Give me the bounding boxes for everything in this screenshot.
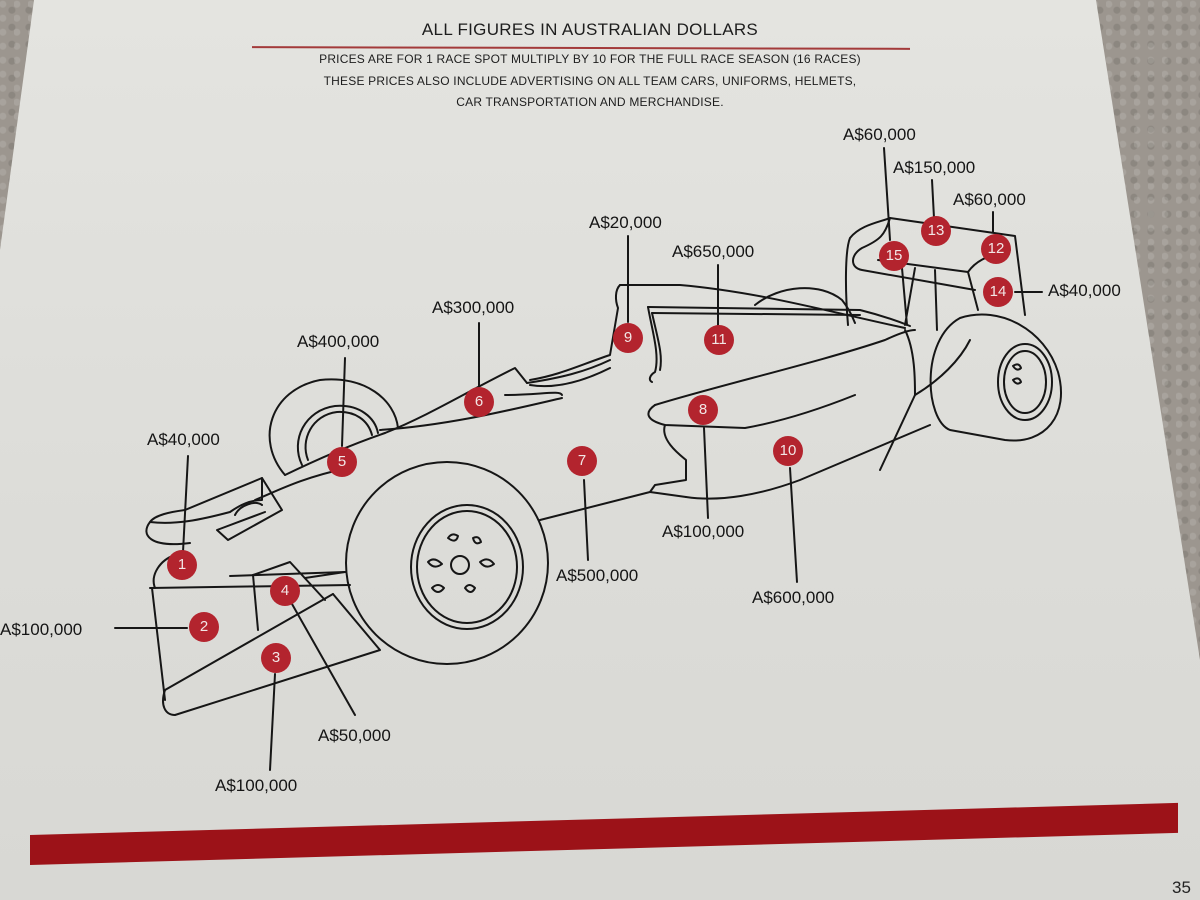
page-title: ALL FIGURES IN AUSTRALIAN DOLLARS xyxy=(421,20,759,39)
price-label-1: A$40,000 xyxy=(147,430,220,449)
leader-lines xyxy=(114,147,1043,771)
spot-badge-1: 1 xyxy=(167,550,197,580)
cockpit xyxy=(379,359,611,434)
front-near-wheel xyxy=(345,461,549,665)
spot-badge-15: 15 xyxy=(879,241,909,271)
spot-badge-8: 8 xyxy=(688,395,718,425)
price-label-9: A$20,000 xyxy=(589,213,662,232)
front-far-wheel xyxy=(268,378,399,476)
price-label-13: A$150,000 xyxy=(893,158,976,177)
pricing-note-line-1: PRICES ARE FOR 1 RACE SPOT MULTIPLY BY 1… xyxy=(319,52,861,66)
price-label-12: A$60,000 xyxy=(953,190,1026,209)
pricing-note-line-3: CAR TRANSPORTATION AND MERCHANDISE. xyxy=(456,95,724,109)
pricing-note-line-2: THESE PRICES ALSO INCLUDE ADVERTISING ON… xyxy=(323,74,857,88)
price-label-8: A$100,000 xyxy=(662,522,745,541)
spot-badge-9: 9 xyxy=(613,323,643,353)
spot-badge-10: 10 xyxy=(773,436,803,466)
page-number: 35 xyxy=(1172,878,1191,897)
spot-badge-14: 14 xyxy=(983,277,1013,307)
price-label-2: A$100,000 xyxy=(0,620,83,639)
spot-badge-3: 3 xyxy=(261,643,291,673)
price-label-3: A$100,000 xyxy=(215,776,298,795)
spot-badge-11: 11 xyxy=(704,325,734,355)
price-label-15: A$60,000 xyxy=(843,125,916,144)
price-label-4: A$50,000 xyxy=(318,726,391,745)
spot-badge-7: 7 xyxy=(567,446,597,476)
price-label-14: A$40,000 xyxy=(1048,281,1121,300)
sidepod xyxy=(647,329,971,500)
rear-wheel xyxy=(929,313,1063,442)
spot-badge-2: 2 xyxy=(189,612,219,642)
spot-badge-12: 12 xyxy=(981,234,1011,264)
spot-badge-4: 4 xyxy=(270,576,300,606)
price-label-11: A$650,000 xyxy=(672,242,755,261)
price-label-7: A$500,000 xyxy=(556,566,639,585)
price-label-10: A$600,000 xyxy=(752,588,835,607)
spot-badge-6: 6 xyxy=(464,387,494,417)
price-label-6: A$300,000 xyxy=(432,298,515,317)
engine-cover xyxy=(529,284,911,383)
front-wing xyxy=(145,477,381,716)
spot-badge-13: 13 xyxy=(921,216,951,246)
spot-badge-5: 5 xyxy=(327,447,357,477)
price-label-5: A$400,000 xyxy=(297,332,380,351)
